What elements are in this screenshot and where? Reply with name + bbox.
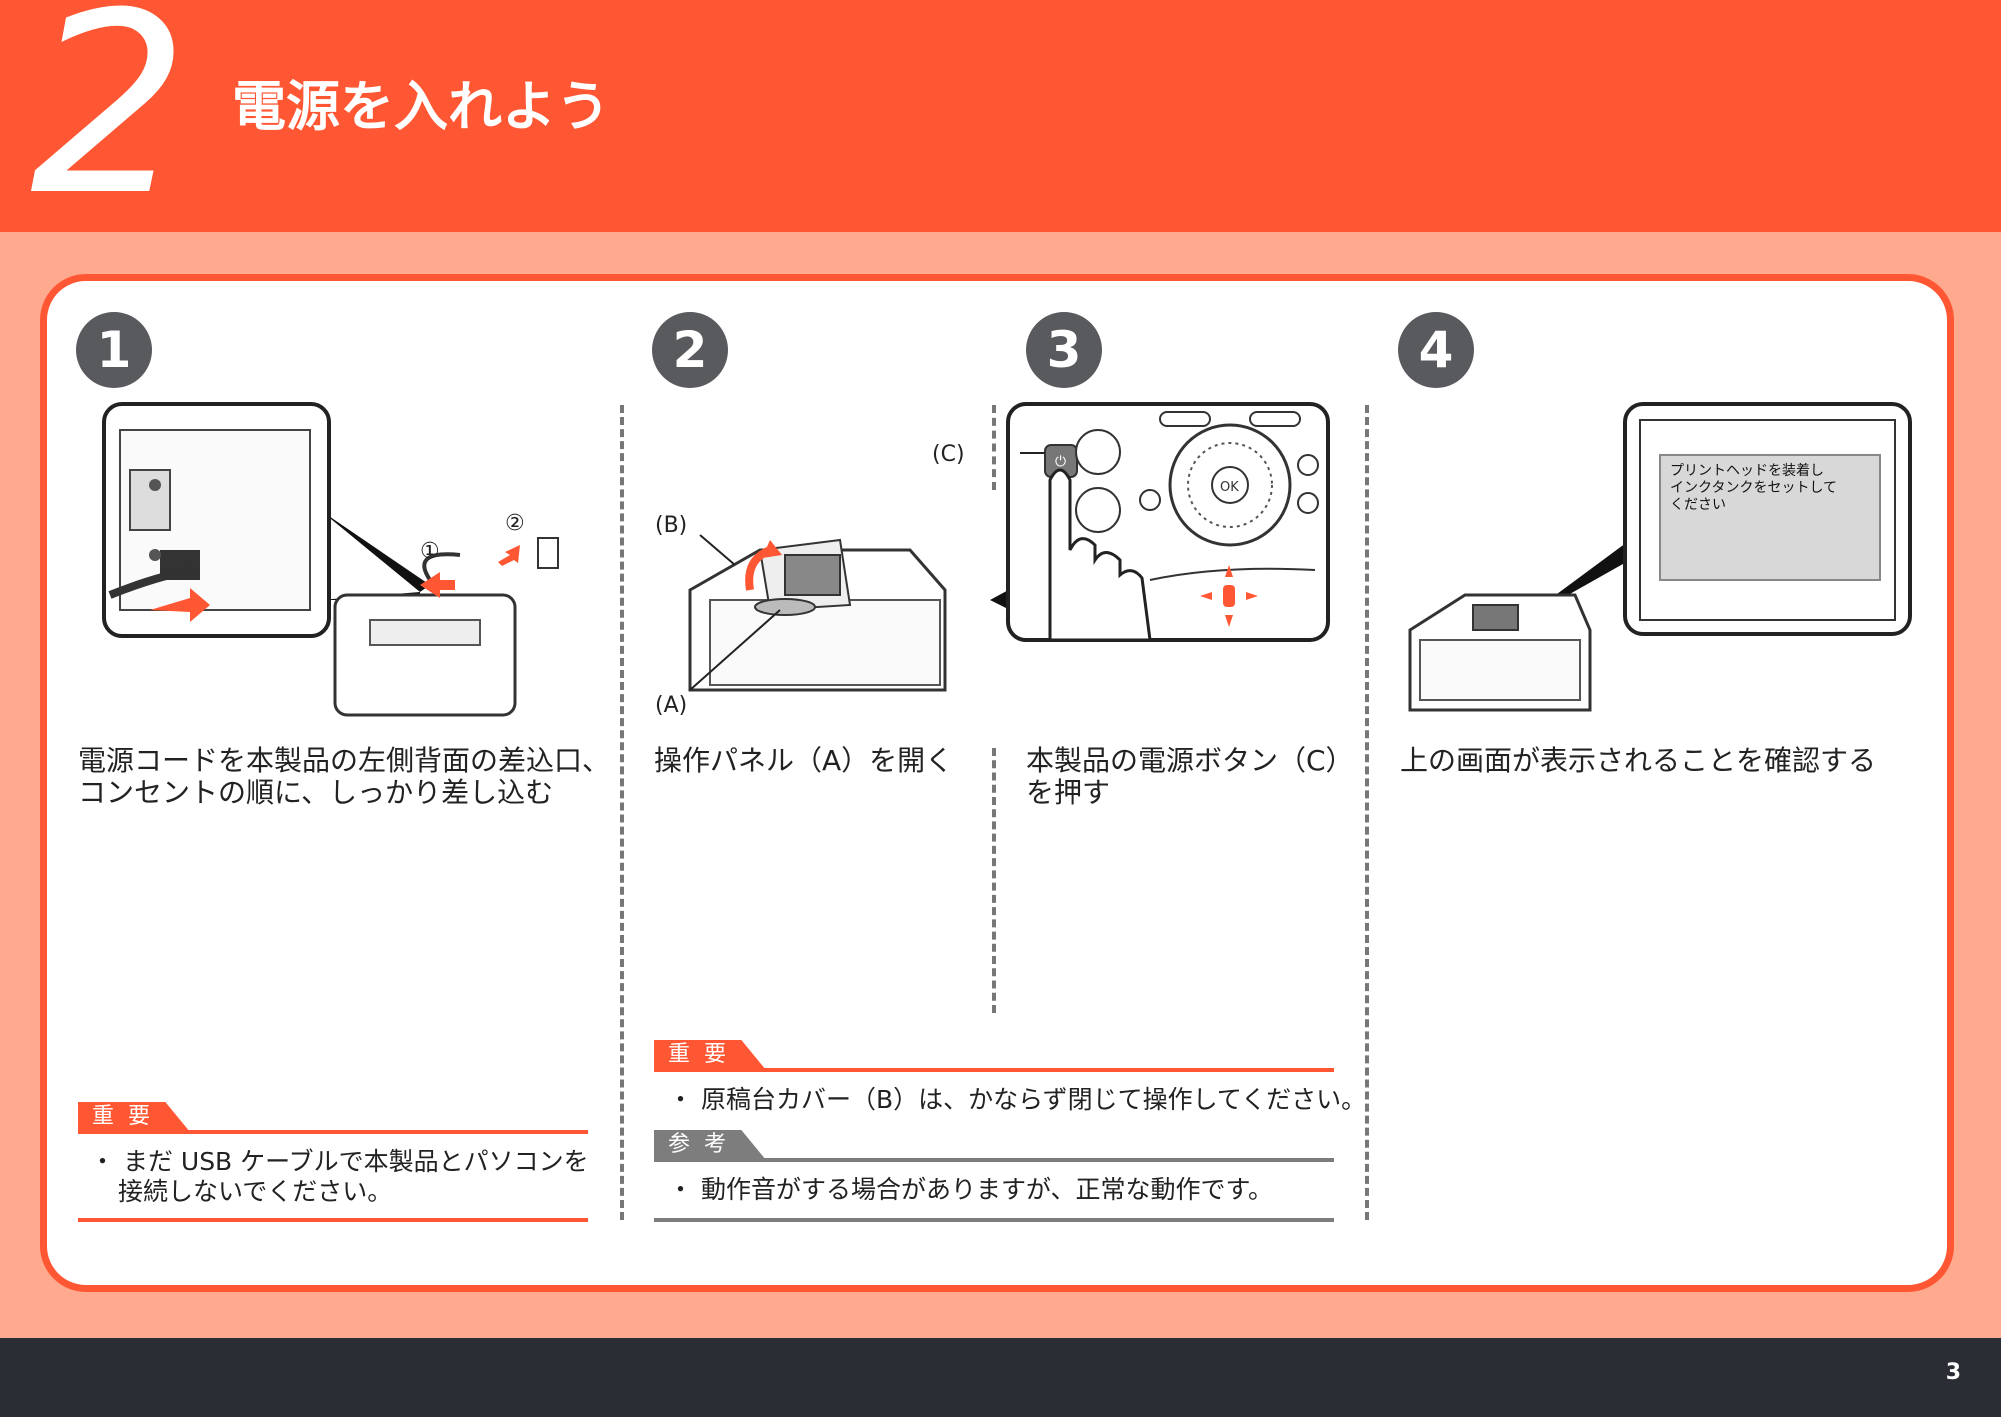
divider-1-2 [620, 405, 624, 1220]
screen-line-3: ください [1670, 497, 1726, 513]
step-3-text: 本製品の電源ボタン（C） を押す [1026, 744, 1354, 809]
middle-reference-bottom-line [654, 1218, 1334, 1222]
step-1-number: 1 [76, 312, 152, 388]
step-2-text: 操作パネル（A）を開く [654, 744, 954, 777]
middle-important-top-line [654, 1068, 1334, 1072]
step-4-illustration: プリントヘッドを装着し インクタンクをセットして ください [1408, 402, 1912, 712]
power-icon: ⏻ [1055, 454, 1066, 470]
step-1-text: 電源コードを本製品の左側背面の差込口、 コンセントの順に、しっかり差し込む [78, 744, 611, 809]
step-4-number: 4 [1398, 312, 1474, 388]
ok-label: OK [1220, 480, 1239, 495]
divider-3-4 [1365, 405, 1369, 1220]
middle-important-text: ・ 原稿台カバー（B）は、かならず閉じて操作してください。 [668, 1085, 1367, 1114]
printer-screen [1659, 454, 1881, 581]
step-4-text: 上の画面が表示されることを確認する [1400, 744, 1877, 777]
step-2-illustration: (B) (A) [655, 513, 947, 718]
left-important-bottom-line [78, 1218, 588, 1222]
step-3-number: 3 [1026, 312, 1102, 388]
step-1-callout-2: ② [505, 511, 525, 536]
footer-bar: 3 [0, 1338, 2001, 1417]
middle-reference-top-line [654, 1158, 1334, 1162]
left-important-text: ・ まだ USB ケーブルで本製品とパソコンを 接続しないでください。 [90, 1147, 589, 1206]
middle-reference-text: ・ 動作音がする場合がありますが、正常な動作です。 [668, 1175, 1273, 1204]
label-c: (C) [932, 442, 965, 467]
header-banner: 2 電源を入れよう [0, 0, 2001, 232]
divider-2-3 [992, 405, 996, 490]
divider-2-3-lower [992, 748, 996, 1013]
screen-line-2: インクタンクをセットして [1670, 480, 1837, 496]
step-1-callout-1: ① [420, 539, 440, 564]
label-b: (B) [655, 513, 687, 538]
screen-line-1: プリントヘッドを装着し [1670, 463, 1824, 479]
left-important-top-line [78, 1130, 588, 1134]
page-number: 3 [1945, 1360, 1961, 1385]
label-a: (A) [655, 693, 687, 718]
step-1-illustration: ① ② [102, 402, 559, 717]
step-3-illustration: ⏻ OK (C) [932, 402, 1330, 642]
section-number: 2 [30, 0, 189, 250]
step-2-number: 2 [652, 312, 728, 388]
page-title: 電源を入れよう [232, 75, 610, 138]
